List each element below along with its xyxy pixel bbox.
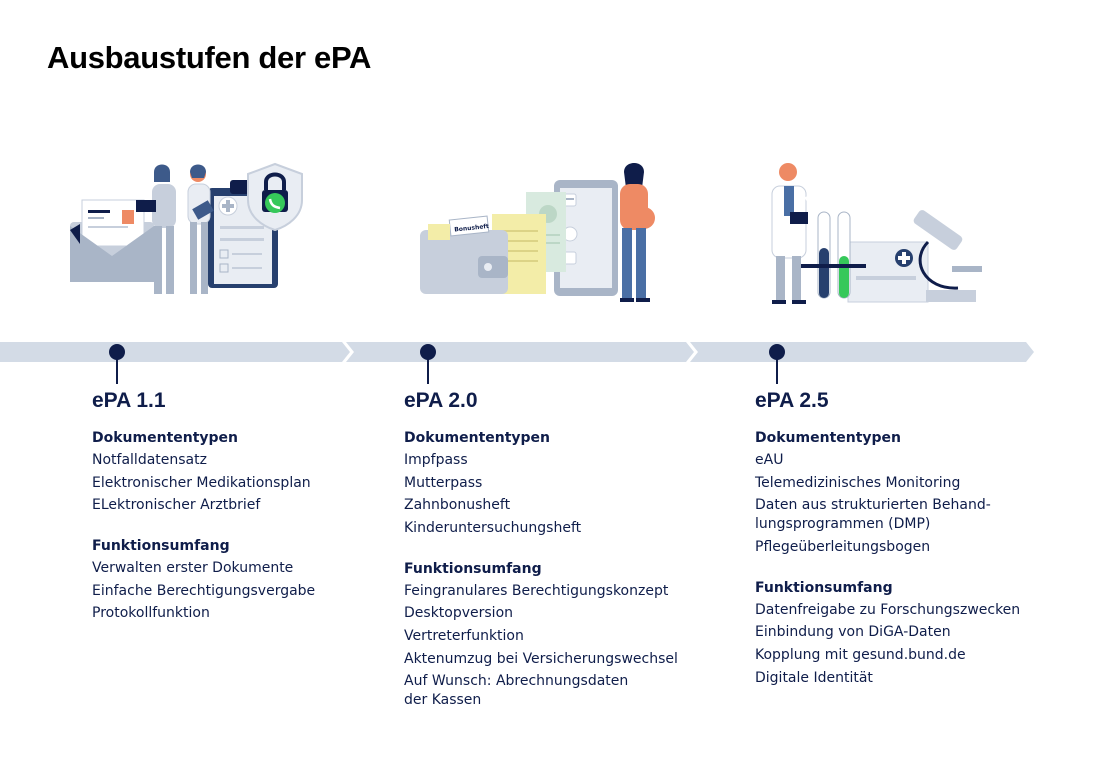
page-title: Ausbaustufen der ePA bbox=[47, 40, 372, 75]
function-item: Digitale Identität bbox=[755, 669, 873, 686]
function-item: Einbindung von DiGA-Daten bbox=[755, 624, 951, 641]
timeline-segment-1 bbox=[0, 342, 350, 362]
wallet-card-label: Bonusheft bbox=[454, 223, 489, 234]
doctor-figure bbox=[771, 163, 824, 304]
timeline-segment-2 bbox=[346, 342, 694, 362]
document-item: eAU bbox=[755, 452, 784, 468]
functions-heading: Funktionsumfang bbox=[755, 579, 893, 596]
timeline bbox=[0, 342, 1034, 384]
function-item: Kopplung mit gesund.bund.de bbox=[755, 646, 966, 663]
wallet-icon: Bonusheft bbox=[420, 215, 508, 294]
document-item: Zahnbonusheft bbox=[404, 497, 511, 514]
stage-column-epa-2-5: ePA 2.5 Dokumententypen eAU Telemedizini… bbox=[755, 388, 1075, 691]
girl-figure bbox=[187, 164, 214, 294]
document-item: Daten aus strukturierten Behand-lungspro… bbox=[755, 497, 991, 533]
document-item: Pflegeüberleitungsbogen bbox=[755, 538, 931, 555]
document-item: Impfpass bbox=[404, 452, 468, 468]
function-item: Protokollfunktion bbox=[92, 605, 210, 622]
lab-device-icon bbox=[847, 241, 929, 303]
stage-column-epa-1-1: ePA 1.1 Dokumententypen Notfalldatensatz… bbox=[92, 388, 352, 627]
illustration-epa-1-1 bbox=[70, 162, 303, 294]
document-item: Telemedizinisches Monitoring bbox=[755, 474, 961, 491]
document-item: Kinderuntersuchungsheft bbox=[404, 519, 582, 536]
function-item: Verwalten erster Dokumente bbox=[92, 560, 294, 577]
shield-icon bbox=[247, 162, 303, 232]
stage-title: ePA 2.5 bbox=[755, 389, 829, 412]
function-item: Einfache Berechtigungsvergabe bbox=[92, 582, 316, 599]
woman-figure bbox=[136, 164, 176, 294]
stage-column-epa-2-0: ePA 2.0 Dokumententypen Impfpass Mutterp… bbox=[404, 388, 704, 714]
timeline-segment-3 bbox=[690, 342, 1034, 362]
function-item: Desktopversion bbox=[404, 605, 514, 622]
milestone-marker-3 bbox=[769, 344, 785, 384]
document-item: Mutterpass bbox=[404, 474, 483, 491]
milestone-marker-2 bbox=[420, 344, 436, 384]
test-tubes-icon bbox=[792, 211, 866, 299]
microscope-icon bbox=[913, 210, 982, 302]
tablet-icon bbox=[554, 180, 618, 296]
function-item: Aktenumzug bei Versicherungswechsel bbox=[404, 650, 678, 667]
documents-heading: Dokumententypen bbox=[404, 430, 551, 446]
functions-heading: Funktionsumfang bbox=[404, 560, 542, 577]
illustration-epa-2-0: Bonusheft bbox=[420, 163, 655, 302]
documents-heading: Dokumententypen bbox=[92, 430, 239, 446]
documents-heading: Dokumententypen bbox=[755, 430, 902, 446]
document-item: ELektronischer Arztbrief bbox=[92, 497, 261, 514]
function-item: Feingranulares Berechtigungskonzept bbox=[404, 582, 669, 599]
document-item: Notfalldatensatz bbox=[92, 452, 207, 468]
stage-title: ePA 2.0 bbox=[404, 389, 478, 412]
function-item: Vertreterfunktion bbox=[404, 627, 524, 644]
stage-title: ePA 1.1 bbox=[92, 389, 166, 412]
function-item: Auf Wunsch: Abrechnungsdaten der Kassen bbox=[404, 673, 629, 709]
illustration-epa-2-5 bbox=[771, 163, 982, 304]
functions-heading: Funktionsumfang bbox=[92, 538, 230, 555]
document-item: Elektronischer Medikationsplan bbox=[92, 474, 311, 491]
pregnant-woman-figure bbox=[620, 163, 655, 302]
milestone-marker-1 bbox=[109, 344, 125, 384]
envelope-icon bbox=[70, 199, 154, 282]
function-item: Datenfreigabe zu Forschungszwecken bbox=[755, 601, 1021, 618]
